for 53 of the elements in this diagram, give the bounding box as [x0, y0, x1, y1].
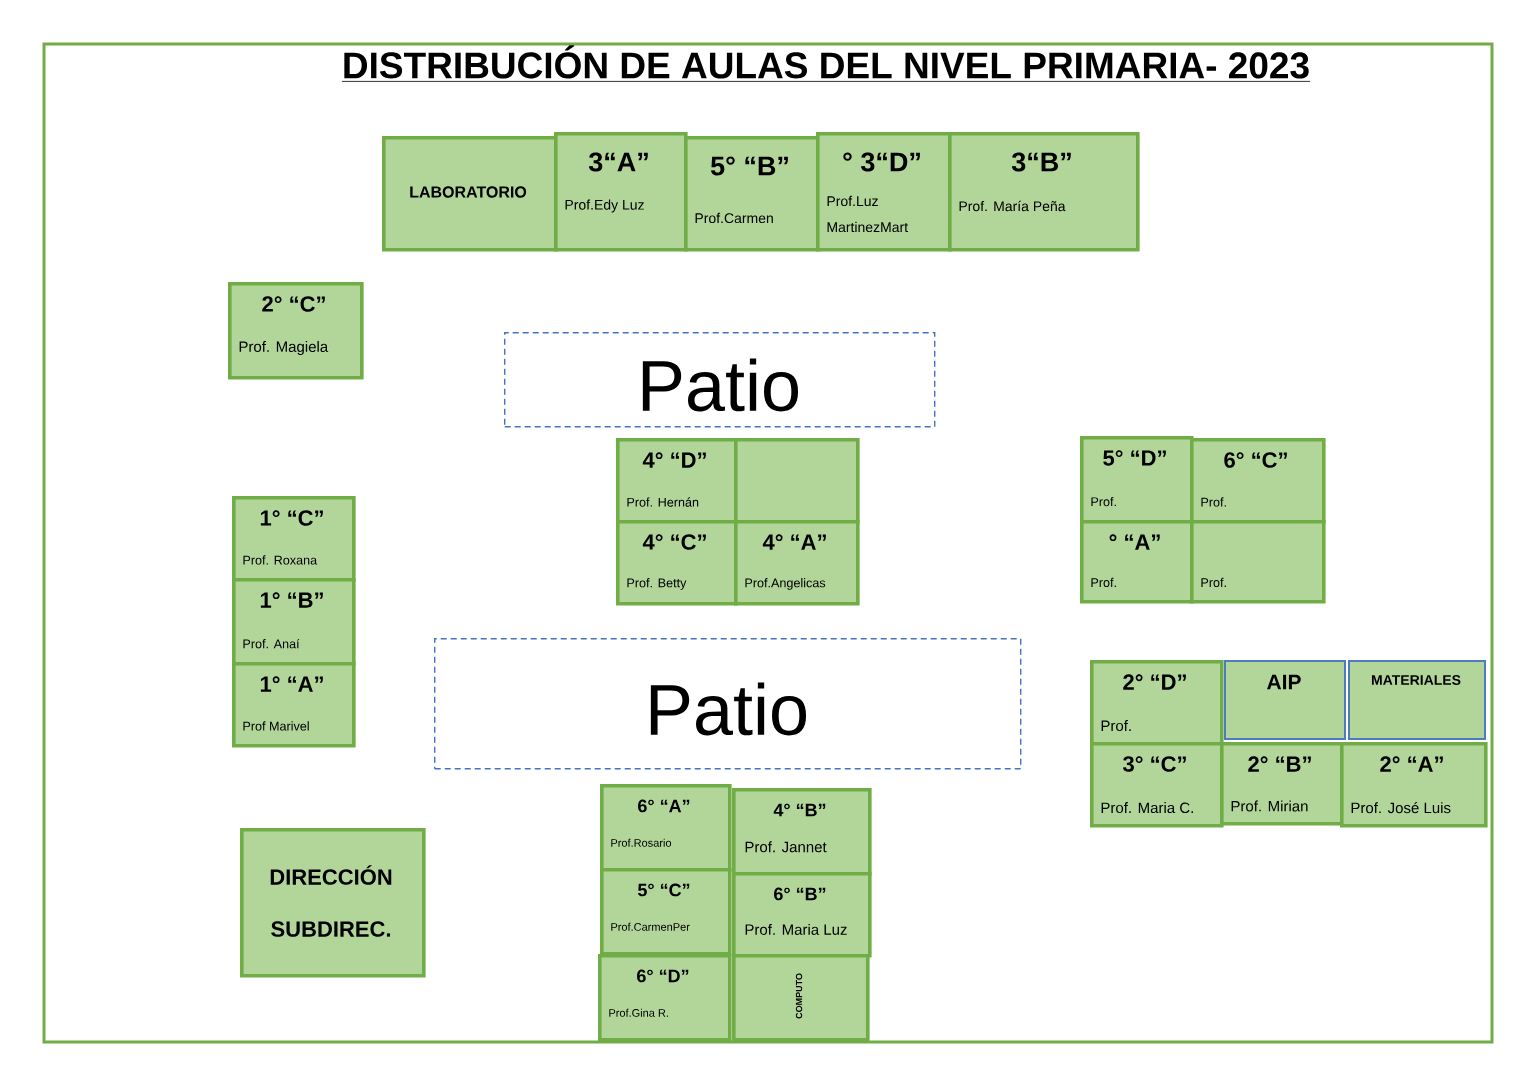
grade-label: 6° “A”: [638, 799, 690, 813]
grade-label: 3“A”: [588, 152, 648, 172]
grade-label: 2° “D”: [1123, 674, 1186, 690]
grade-label: 1° “A”: [260, 676, 323, 692]
room-box: AIP: [1224, 660, 1346, 740]
grade-label: 3“B”: [1011, 152, 1071, 172]
room-box: [554, 132, 688, 252]
room-box: [1220, 742, 1344, 826]
room-box: [1340, 742, 1488, 828]
grade-label: ° “A”: [1109, 534, 1160, 550]
grade-label: 4° “B”: [773, 803, 826, 817]
room-box: [732, 788, 872, 876]
grade-label: 5° “D”: [1103, 450, 1166, 466]
room-box: [1090, 742, 1224, 828]
grade-label: 2° “B”: [1248, 756, 1311, 772]
room-box: [616, 438, 738, 524]
room-box: [616, 520, 738, 606]
grade-label: 5° “C”: [637, 883, 690, 897]
room-box: [232, 496, 356, 582]
patio-area: Patio: [434, 638, 1022, 770]
room-box: [232, 662, 356, 748]
grade-label: 1° “C”: [260, 510, 323, 526]
room-box: [948, 132, 1140, 252]
grade-label: 2° “C”: [262, 296, 325, 312]
room-box: [228, 282, 364, 380]
grade-label: 3° “C”: [1123, 756, 1186, 772]
room-box: DIRECCIÓN SUBDIREC.: [240, 828, 426, 978]
grade-label: 6° “C”: [1224, 452, 1287, 468]
room-box: [1080, 520, 1194, 604]
room-box: [1190, 438, 1326, 524]
title: DISTRIBUCIÓN DE AULAS DEL NIVEL PRIMARIA- 2023: [341, 45, 1311, 82]
room-box: [734, 520, 860, 606]
room-box: [734, 438, 860, 524]
grade-label: 4° “A”: [762, 534, 826, 550]
room-box: LABORATORIO: [382, 136, 558, 252]
grade-label: 4° “D”: [642, 452, 706, 468]
grade-label: 6° “D”: [637, 969, 689, 983]
room-box: [1090, 660, 1224, 746]
room-box: [600, 868, 732, 956]
room-box: [600, 784, 732, 872]
room-box: [232, 578, 356, 666]
patio-area: Patio: [504, 332, 936, 428]
room-box: [732, 872, 872, 958]
room-box: [1080, 436, 1194, 524]
grade-label: 4° “C”: [642, 534, 706, 550]
room-box: [598, 954, 732, 1042]
grade-label: 1° “B”: [260, 592, 323, 608]
room-box: [816, 132, 952, 252]
grade-label: ° 3“D”: [843, 152, 920, 172]
grade-label: 5° “B”: [710, 156, 788, 176]
room-box: [684, 136, 820, 252]
grade-label: 6° “B”: [774, 887, 826, 901]
grade-label: 2° “A”: [1380, 756, 1443, 772]
